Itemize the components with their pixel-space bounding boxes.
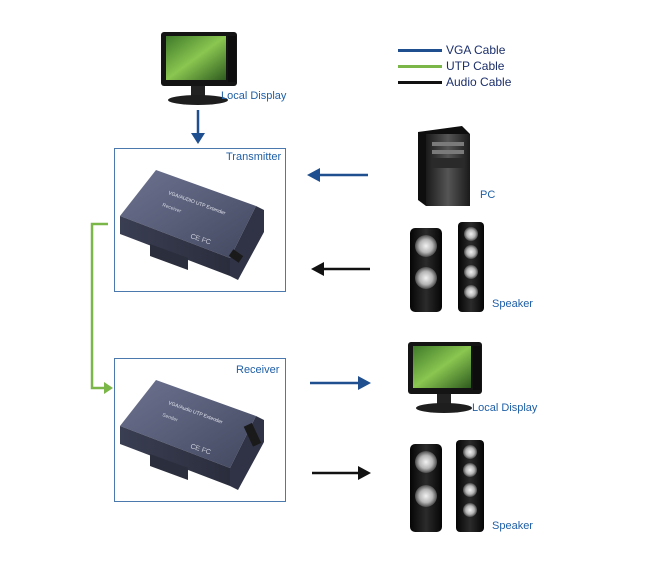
pc-tower-icon — [418, 126, 470, 206]
legend-utp-label: UTP Cable — [446, 59, 505, 73]
vga-arrow-right — [310, 376, 371, 390]
vga-arrow-left — [307, 168, 368, 182]
transmitter-device-icon: VGA/AUDIO UTP Extender Receiver CE FC — [120, 170, 264, 280]
legend-audio-line — [398, 81, 442, 84]
audio-arrow-left — [311, 262, 370, 276]
receiver-unit-line2: Sender — [161, 412, 179, 423]
speaker-top-icon — [410, 222, 484, 312]
transmitter-frame — [114, 148, 286, 292]
speaker-bottom-icon — [410, 440, 484, 532]
vga-arrow-down — [191, 110, 205, 144]
legend-utp-line — [398, 65, 442, 68]
receiver-frame — [114, 358, 286, 502]
speaker-bottom-label: Speaker — [492, 520, 533, 532]
legend-vga-line — [398, 49, 442, 52]
local-display-bottom-label: Local Display — [472, 402, 538, 414]
local-display-bottom-icon — [408, 342, 482, 413]
utp-cable-connector — [90, 222, 113, 394]
legend-audio-label: Audio Cable — [446, 75, 512, 89]
speaker-top-label: Speaker — [492, 298, 533, 310]
receiver-label: Receiver — [236, 364, 280, 376]
local-display-top-label: Local Display — [221, 90, 287, 102]
pc-label: PC — [480, 189, 496, 201]
local-display-top-icon — [161, 32, 237, 105]
audio-arrow-right — [312, 466, 371, 480]
transmitter-label: Transmitter — [226, 151, 282, 163]
receiver-device-icon: VGA/Audio UTP Extender Sender CE FC — [120, 380, 264, 490]
legend-vga-label: VGA Cable — [446, 43, 506, 57]
